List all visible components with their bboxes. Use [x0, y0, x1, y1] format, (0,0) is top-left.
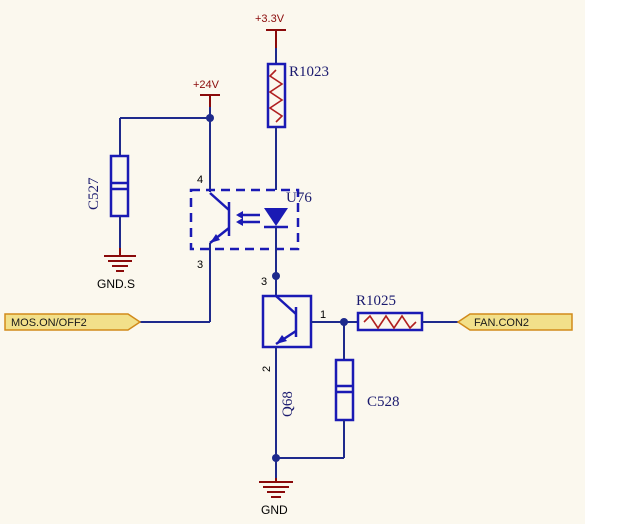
q68-pin1-label: 1	[320, 309, 326, 321]
ground-gnd-s-symbol	[104, 248, 136, 272]
q68-pin3-label: 3	[261, 276, 267, 288]
q68-pin2-label: 2	[261, 366, 273, 372]
capacitor-c527-label: C527	[86, 177, 102, 210]
ground-gnd-s-label: GND.S	[97, 277, 135, 291]
junction-gnd	[272, 454, 280, 462]
junction-q68-collector	[272, 272, 280, 280]
net-port-fan-con	[456, 313, 573, 331]
transistor-q68-label: Q68	[280, 391, 296, 417]
power-3v3-label: +3.3V	[255, 13, 285, 25]
optocoupler-u76-label: U76	[286, 190, 312, 206]
resistor-r1025-label: R1025	[356, 293, 396, 309]
ground-gnd-label: GND	[261, 503, 288, 517]
power-24v-symbol	[200, 94, 220, 107]
optocoupler-u76	[189, 188, 300, 251]
schematic-paper	[0, 0, 585, 524]
u76-pin4-label: 4	[197, 174, 203, 186]
resistor-r1023-label: R1023	[289, 64, 329, 80]
power-24v-label: +24V	[193, 79, 220, 91]
net-port-mos-on-off	[4, 313, 142, 331]
net-port-mos-on-off-label: MOS.ON/OFF2	[11, 317, 87, 329]
ground-gnd-symbol	[259, 478, 293, 498]
capacitor-c528-label: C528	[367, 394, 400, 410]
u76-pin3-label: 3	[197, 259, 203, 271]
power-3v3-symbol	[266, 29, 286, 48]
net-port-fan-con-label: FAN.CON2	[474, 317, 529, 329]
